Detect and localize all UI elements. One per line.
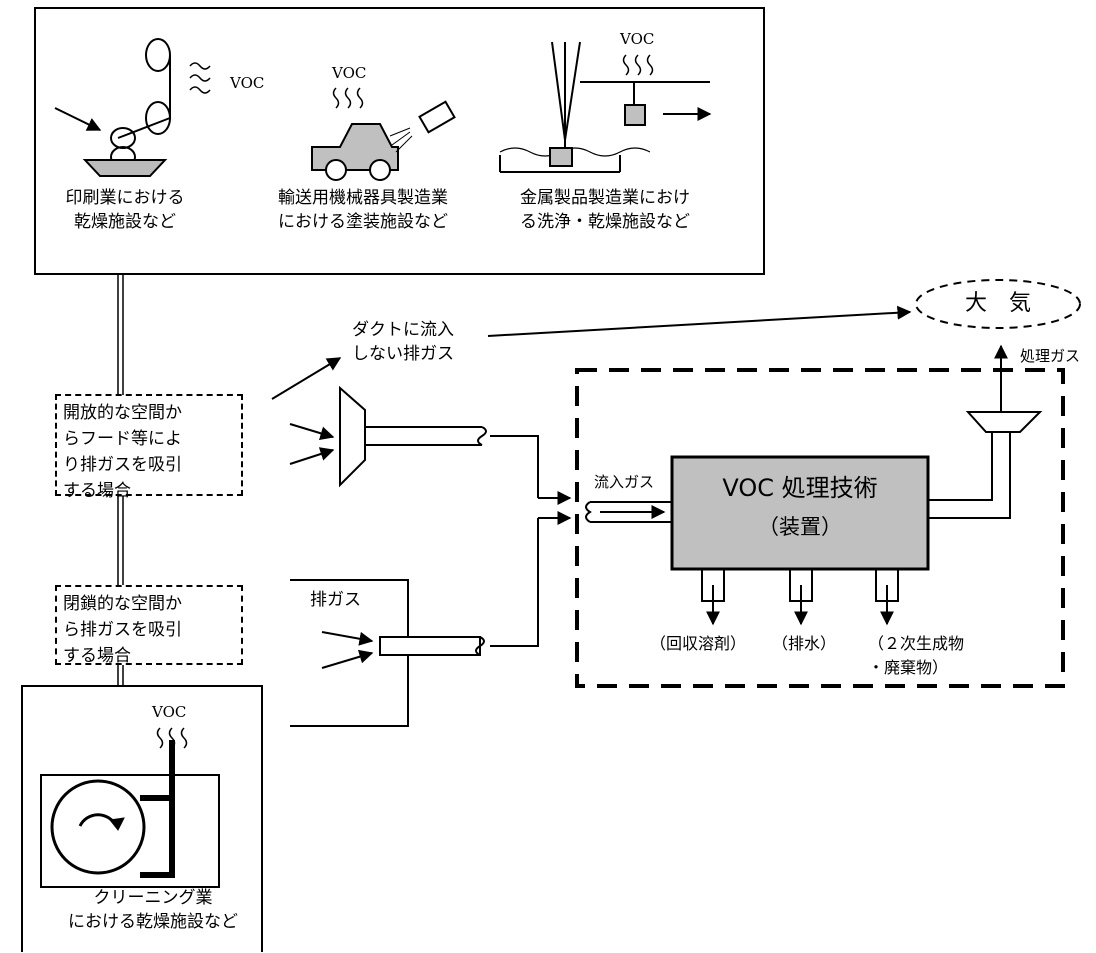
open-space-line4: する場合 — [63, 481, 131, 501]
transport-caption-line1: 輸送用機械器具製造業 — [278, 188, 448, 208]
cleaning-caption: クリーニング業 における乾燥施設など — [58, 886, 248, 934]
to-atmosphere-arrow — [487, 305, 912, 337]
hood-duct — [365, 426, 572, 505]
closed-space-line3: する場合 — [63, 646, 131, 666]
secondary-line2: ・廃棄物） — [868, 658, 949, 677]
open-space-box: 開放的な空間か らフード等によ り排ガスを吸引 する場合 — [55, 394, 243, 501]
device-title: VOC 処理技術 — [722, 474, 878, 502]
secondary-products-label: （２次生成物 ・廃棄物） — [868, 632, 964, 680]
closed-space-box: 閉鎖的な空間か ら排ガスを吸引 する場合 — [55, 585, 243, 666]
car-voc-wave-icon — [332, 87, 364, 109]
uncaptured-line1: ダクトに流入 — [352, 320, 454, 340]
closed-space-line2: ら排ガスを吸引 — [63, 620, 182, 640]
printing-voc-label: VOC — [230, 74, 265, 92]
atmosphere-ellipse — [915, 279, 1081, 329]
metal-voc-wave-icon — [622, 54, 654, 76]
treatment-system-box — [575, 368, 1065, 688]
open-space-line3: り排ガスを吸引 — [63, 455, 182, 475]
emission-sources-box — [34, 7, 765, 275]
printing-caption-line1: 印刷業における — [65, 188, 185, 208]
inflow-gas-label: 流入ガス — [594, 473, 655, 491]
transport-caption-line2: における塗装施設など — [278, 212, 448, 232]
cleaning-machine-icon — [21, 685, 263, 952]
closed-duct — [290, 511, 572, 727]
metal-washing-icon — [499, 41, 712, 173]
closed-intake-arrow-1 — [321, 631, 374, 646]
cleaning-voc-wave-icon — [156, 727, 188, 749]
uncaptured-line2: しない排ガス — [352, 344, 454, 364]
open-space-line2: らフード等によ — [63, 429, 182, 449]
wastewater-label: （排水） — [772, 634, 837, 653]
device-label: VOC 処理技術 （装置） — [672, 470, 928, 544]
car-painting-icon — [311, 100, 456, 181]
open-space-line1: 開放的な空間か — [63, 403, 182, 423]
metal-caption-line1: 金属製品製造業におけ — [520, 188, 690, 208]
uncaptured-exhaust-arrow — [271, 357, 342, 400]
transport-caption: 輸送用機械器具製造業 における塗装施設など — [258, 186, 468, 234]
voc-device-box — [670, 455, 930, 571]
inflow-pipe — [585, 501, 672, 523]
treated-gas-label: 処理ガス — [1020, 347, 1081, 365]
outlet-stack — [928, 344, 1043, 519]
metal-caption-line2: る洗浄・乾燥施設など — [520, 212, 690, 232]
closed-space-line1: 閉鎖的な空間か — [63, 594, 182, 614]
recovered-solvent-label: （回収溶剤） — [650, 634, 747, 653]
source-connector-line — [117, 274, 124, 686]
exhaust-gas-label: 排ガス — [310, 590, 361, 610]
cleaning-caption-line1: クリーニング業 — [93, 888, 213, 908]
cleaning-voc-label: VOC — [152, 703, 187, 721]
printing-dryer-icon — [54, 38, 171, 177]
atmosphere-label: 大 気 — [964, 291, 1031, 316]
printing-voc-wave-icon — [189, 62, 211, 94]
hood-intake-arrow-2 — [289, 447, 335, 465]
uncaptured-exhaust-label: ダクトに流入 しない排ガス — [352, 318, 472, 366]
printing-caption: 印刷業における 乾燥施設など — [50, 186, 200, 234]
metal-voc-label: VOC — [620, 30, 655, 48]
cleaning-caption-line2: における乾燥施設など — [68, 912, 238, 932]
printing-caption-line2: 乾燥施設など — [74, 212, 176, 232]
output-pipes — [701, 568, 899, 626]
car-voc-label: VOC — [332, 64, 367, 82]
closed-intake-arrow-2 — [321, 649, 374, 669]
metal-caption: 金属製品製造業におけ る洗浄・乾燥施設など — [500, 186, 710, 234]
hood-icon — [339, 385, 366, 488]
hood-intake-arrow-1 — [289, 423, 335, 441]
secondary-line1: （２次生成物 — [868, 634, 965, 653]
device-subtitle: （装置） — [758, 515, 842, 539]
